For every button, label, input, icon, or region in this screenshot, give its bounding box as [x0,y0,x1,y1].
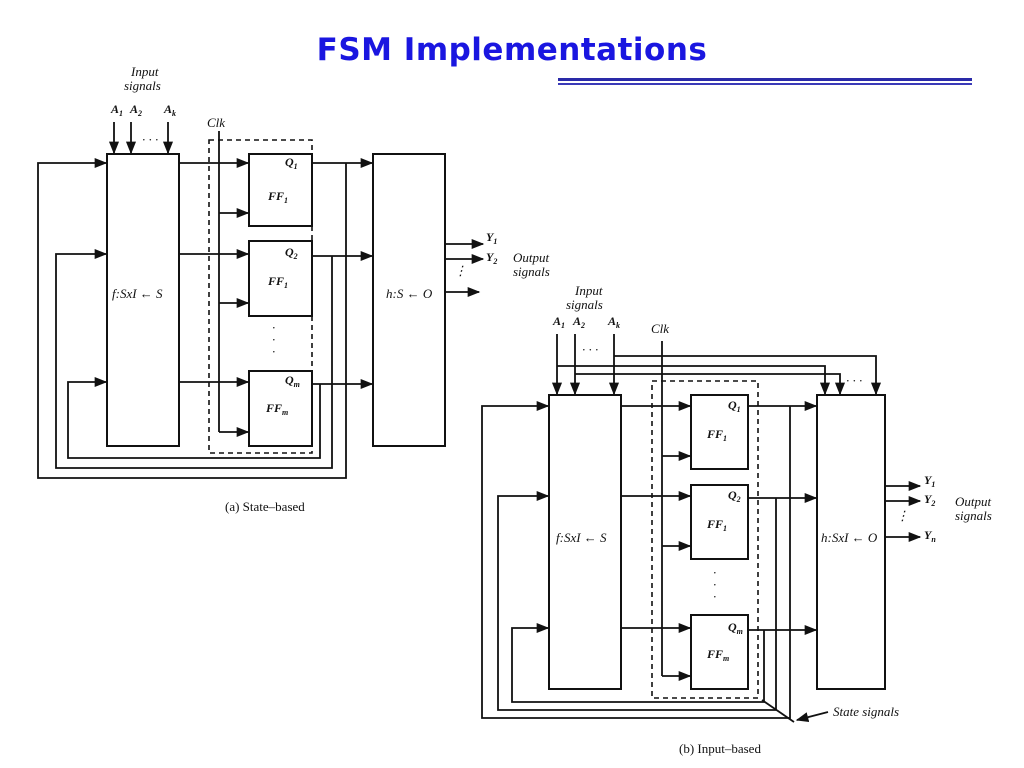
a-state-register-boundary [208,139,313,454]
b-yn: Yn [924,528,936,544]
b-y2: Y2 [924,492,935,508]
b-y1: Y1 [924,473,935,489]
a-output-label-1: Output [513,250,550,265]
b-input-ak: Ak [607,314,620,330]
b-out-dots: ⋮ [896,508,909,523]
b-input-a1: A1 [552,314,565,330]
a-input-label-2: signals [124,78,161,93]
a-ff1: FF1 [267,189,288,205]
a-flipflop-2 [248,240,313,317]
b-q1: Q1 [728,398,741,414]
a-ff-dots-2: · [272,332,275,347]
a-output-label-2: signals [513,264,550,279]
a-y1: Y1 [486,230,497,246]
b-feedback-m [511,622,765,703]
a-qm: Qm [285,373,300,389]
b-input-a2: A2 [572,314,585,330]
b-state-bundle-mark [761,699,795,723]
b-ff-dots-3: · [713,589,716,604]
b-flipflop-2 [690,484,749,560]
b-next-state-label: f:SxI ← S [556,530,607,545]
a-flipflop-m [248,370,313,447]
a-feedback-1 [37,157,347,479]
b-input-to-h-2 [575,373,846,396]
caption-b: (b) Input–based [679,741,761,756]
b-input-label-1: Input [574,283,603,298]
a-ff2: FF1 [267,274,288,290]
a-y2: Y2 [486,250,497,266]
b-input-dots: · · · [582,342,598,357]
b-ff-dots-1: · [713,565,716,580]
a-next-state-logic-block [106,153,180,447]
b-feedback-2 [497,490,777,711]
b-input-to-h-k [614,355,882,396]
b-q2: Q2 [728,488,741,504]
diagram-a: Input signals A1 A2 Ak · · · Clk f:SxI ←… [37,64,550,514]
a-q1: Q1 [285,155,298,171]
a-input-label-1: Input [130,64,159,79]
b-ff-dots-2: · [713,577,716,592]
a-input-dots: · · · [142,132,158,147]
a-next-state-label: f:SxI ← S [112,286,163,301]
b-output-label-1: Output [955,494,992,509]
b-state-signals-label: State signals [833,704,899,719]
a-input-a2: A2 [129,102,142,118]
a-ff-dots-1: · [272,320,275,335]
b-feedback-1 [481,400,791,719]
a-feedback-2 [55,248,333,469]
b-qm: Qm [728,620,743,636]
b-input-label-2: signals [566,297,603,312]
a-flipflop-1 [248,153,313,227]
a-output-logic-block [372,153,446,447]
b-h-input-dots: · · · [846,373,862,388]
b-output-label-2: signals [955,508,992,523]
diagram-b: Input signals A1 A2 Ak · · · Clk · · · f… [481,283,992,756]
a-feedback-m [67,376,321,459]
b-ff1: FF1 [706,427,727,443]
a-ff-dots-3: · [272,344,275,359]
a-input-a1: A1 [110,102,123,118]
a-input-ak: Ak [163,102,176,118]
b-clk-label: Clk [651,321,669,336]
a-output-label: h:S ← O [386,286,433,301]
a-out-dots: ⋮ [454,263,467,278]
slide-title: FSM Implementations [316,32,708,68]
b-output-label: h:SxI ← O [821,530,878,545]
b-next-state-logic-block [548,394,622,690]
b-input-to-h-1 [557,365,831,396]
b-ffm: FFm [706,647,729,663]
b-state-register-boundary [651,380,759,699]
b-output-logic-block [816,394,886,690]
a-clk-label: Clk [207,115,225,130]
caption-a: (a) State–based [225,499,305,514]
a-q2: Q2 [285,245,298,261]
a-ffm: FFm [265,401,288,417]
b-state-signals-arrow [795,711,829,723]
b-flipflop-1 [690,394,749,470]
b-ff2: FF1 [706,517,727,533]
b-flipflop-m [690,614,749,690]
title-underline [558,78,972,86]
